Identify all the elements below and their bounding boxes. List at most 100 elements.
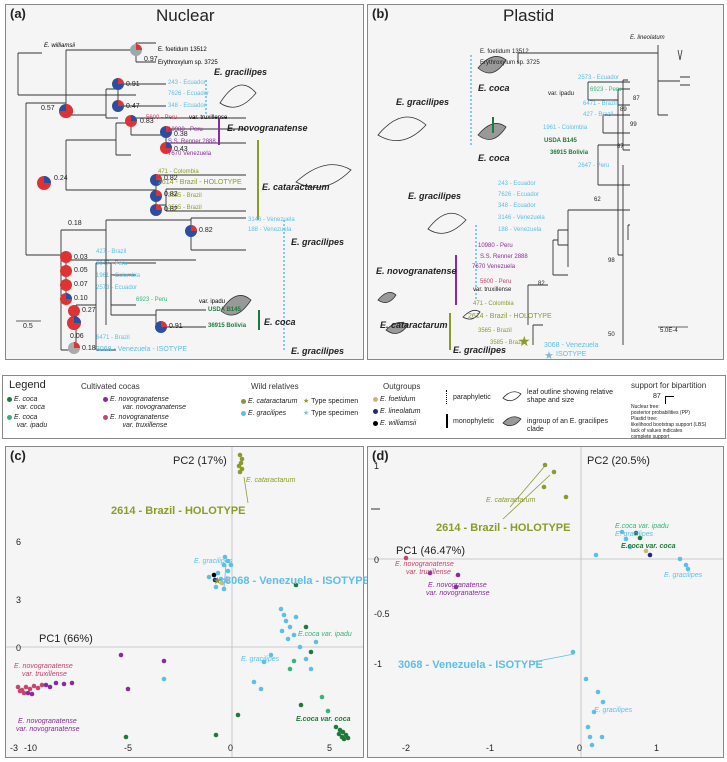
support-value: 98 [608, 258, 615, 264]
tip-label: 6923 - Peru [136, 297, 168, 303]
clade-label: E. gracilipes [396, 97, 450, 107]
support-value: 99 [630, 122, 637, 128]
tip-label: 1961 - Colombia [543, 125, 588, 131]
legend-swatch [241, 398, 246, 404]
support-value: 0.07 [74, 281, 88, 288]
tip-label: 3146 - Venezuela [498, 215, 545, 221]
annotation: E. novogranatense [428, 582, 487, 589]
support-note: Plastid tree: [631, 416, 658, 422]
star-icon: ★ [303, 398, 310, 405]
leaf-filled-icon [220, 295, 252, 316]
leaf-outline-icon [502, 391, 522, 402]
annotation: E. gracilipes [594, 707, 633, 714]
legend-swatch [373, 420, 378, 426]
annotation: E. novogranatense [14, 663, 73, 670]
tip-label: E. lineolatum [630, 35, 665, 41]
annotation: 3068 - Venezuela - ISOTYPE [398, 659, 543, 671]
type-specimen-star-icon: ★ [518, 333, 531, 349]
scale-bar-label: 5.0E-4 [660, 328, 678, 334]
pca-plastid-panel: (d) PC2 (20.5%) PC1 (46.47%) -2 -1 0 1 1… [367, 446, 724, 758]
support-value: 89 [620, 107, 627, 113]
tip-label: 3565 - Brazil [168, 205, 202, 211]
support-value: 0.43 [174, 146, 188, 153]
x-tick: 0 [228, 743, 234, 753]
tip-label: 5600 - Peru [146, 115, 178, 121]
tip-label: 427 - Brazil [583, 112, 614, 118]
tip-label: Erythroxylum sp. 3725 [480, 60, 540, 66]
legend-item-cataractarum: E. cataractarum [241, 398, 297, 406]
support-value: 0.82 [164, 191, 178, 198]
tip-label: var. ipadu [548, 91, 575, 97]
leaf-outline-icon [462, 309, 481, 320]
nuclear-support-pies [37, 44, 197, 354]
x-tick: -5 [124, 743, 133, 753]
clade-label: E. cataractarum [262, 182, 330, 192]
panel-label-b: (b) [372, 6, 389, 21]
annotation: E. gracilipes [194, 558, 233, 565]
annotation: E. novogranatense [18, 718, 77, 725]
tip-label: 188 - Venezuela [248, 227, 292, 233]
pc1-label: PC1 (46.47%) [396, 545, 466, 557]
annotation: var. novogranatense [426, 590, 490, 597]
legend-type-isotype: ★ Type specimen [303, 410, 359, 417]
legend-item-truxillense: E. novogranatense var. truxillense [103, 414, 169, 430]
tip-label: 7626 - Ecuador [168, 91, 210, 97]
support-note: complete support [631, 434, 670, 440]
clade-label: E. coca [264, 317, 296, 327]
pc2-label: PC2 (17%) [173, 455, 227, 467]
leaf-filled-icon [502, 416, 522, 427]
annotation: var. truxillense [406, 569, 451, 576]
tip-label: 2573 - Ecuador [96, 285, 138, 291]
legend-item-lineolatum: E. lineolatum [373, 408, 420, 416]
legend-leaf-filled: ingroup of an E. gracilipes clade [527, 418, 608, 433]
legend-swatch [103, 396, 108, 402]
y-tick: 0 [16, 643, 22, 653]
support-value: 0.82 [164, 175, 178, 182]
monophyletic-line-icon [446, 414, 448, 428]
support-value: 0.18 [82, 345, 96, 352]
tip-label: 2614 - Brazil - HOLOTYPE [158, 179, 242, 186]
pca-c-svg: ★ ★ [6, 447, 363, 757]
leaf-filled-icon [385, 322, 409, 334]
support-value: 82 [538, 281, 545, 287]
x-tick: 0 [577, 743, 583, 753]
legend-type-holotype: ★ Type specimen [303, 398, 359, 405]
y-tick: 1 [374, 461, 380, 471]
clade-label: E. novogranatense [227, 123, 308, 133]
support-note: likelihood bootstrap support (LBS) [631, 422, 707, 428]
pc2-label: PC2 (20.5%) [587, 455, 650, 467]
tip-label: 5600 - Peru [480, 279, 512, 285]
tip-label: E. williamsii [44, 43, 76, 49]
y-tick: 3 [16, 595, 22, 605]
support-value: 0.18 [68, 220, 82, 227]
annotation: 2614 - Brazil - HOLOTYPE [111, 505, 246, 517]
annotation: E. cataractarum [246, 477, 296, 484]
legend-title: Legend [9, 379, 46, 391]
support-value: 0.05 [74, 267, 88, 274]
tip-label: 427 - Brazil [96, 249, 127, 255]
annotation: var. novogranatense [16, 726, 80, 733]
tip-label: 188 - Venezuela [498, 227, 542, 233]
support-note: Nuclear tree: [631, 404, 660, 410]
support-value: 0.24 [54, 175, 68, 182]
annotation: 3068 - Venezuela - ISOTYPE [225, 575, 370, 587]
tip-label: 1961 - Colombia [96, 273, 141, 279]
support-value: 0.27 [82, 307, 96, 314]
pca-d-points [403, 462, 691, 748]
annotation: E. gracilipes [664, 572, 703, 579]
scale-bar-label: 0.5 [23, 323, 33, 330]
leaf-outline-icon [219, 84, 257, 108]
tip-label: 243 - Ecuador [168, 80, 206, 86]
annotation: 2614 - Brazil - HOLOTYPE [436, 522, 571, 534]
tip-label: S.S. Renner 2888 [168, 139, 216, 145]
annotation: E.coca var. coca [621, 543, 676, 550]
legend-swatch [241, 410, 246, 416]
y-tick: -1 [374, 659, 383, 669]
legend-monophyletic: monophyletic [453, 418, 495, 425]
tip-label: 3146 - Venezuela [248, 217, 295, 223]
tip-label: 7626 - Ecuador [498, 192, 540, 198]
y-tick: -0.5 [374, 609, 390, 619]
tip-label: 471 - Colombia [473, 301, 514, 307]
annotation: E.coca var. coca [296, 716, 351, 723]
legend-header-support: support for bipartition [631, 381, 707, 390]
